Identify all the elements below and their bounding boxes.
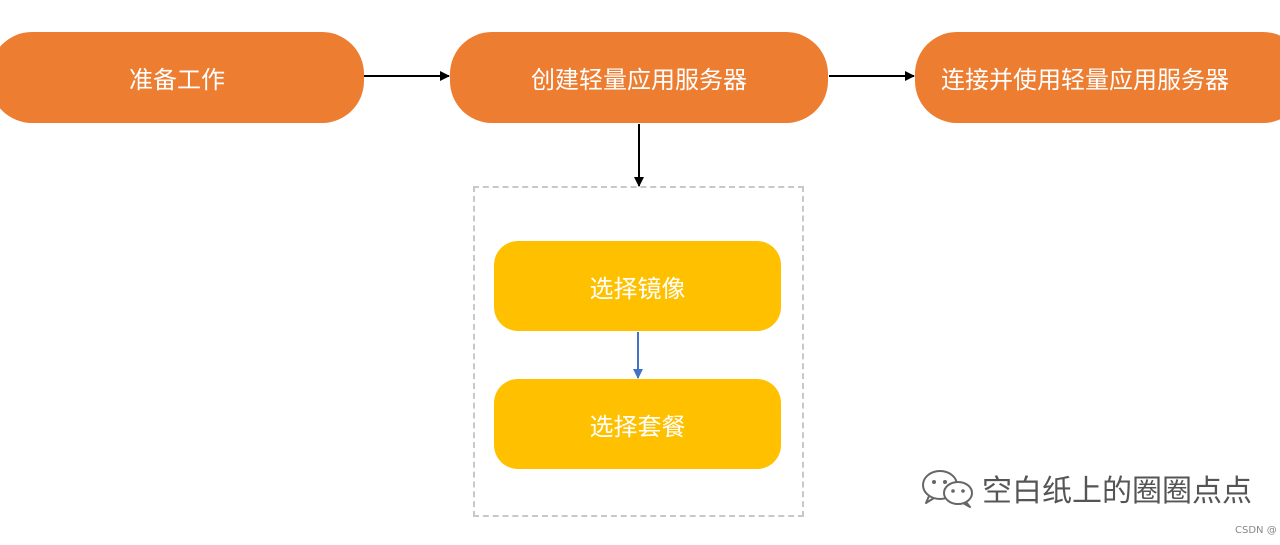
step-select-plan-label: 选择套餐 <box>589 412 686 441</box>
watermark: 空白纸上的圈圈点点 <box>920 466 1252 510</box>
step-prepare: 准备工作 <box>0 32 364 123</box>
source-tag: CSDN @ <box>1235 525 1277 536</box>
wechat-icon <box>922 470 973 508</box>
step-select-image-label: 选择镜像 <box>589 274 686 303</box>
step-create-server: 创建轻量应用服务器 <box>450 32 828 123</box>
step-connect-server-label: 连接并使用轻量应用服务器 <box>941 66 1229 94</box>
step-prepare-label: 准备工作 <box>129 66 225 94</box>
watermark-text: 空白纸上的圈圈点点 <box>982 474 1252 509</box>
step-connect-server: 连接并使用轻量应用服务器 <box>915 32 1280 123</box>
step-create-server-label: 创建轻量应用服务器 <box>531 66 747 94</box>
step-select-plan: 选择套餐 <box>494 379 781 469</box>
sub-steps-group <box>473 186 804 517</box>
step-select-image: 选择镜像 <box>494 241 781 331</box>
